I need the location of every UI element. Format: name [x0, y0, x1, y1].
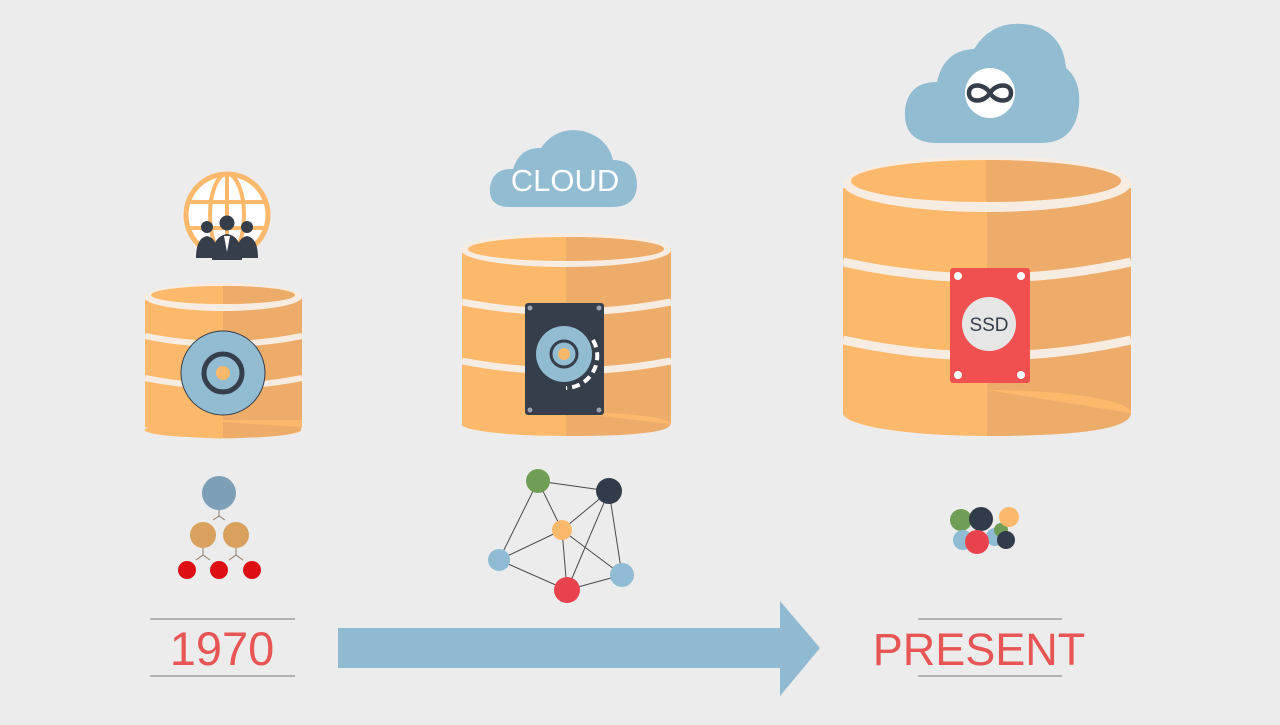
- hierarchical-network-icon: [178, 476, 261, 579]
- timeline-arrow: [338, 601, 820, 696]
- ssd-label: SSD: [969, 315, 1008, 336]
- network-graph-icon: [488, 469, 634, 603]
- start-year-label: 1970: [170, 622, 275, 675]
- globe-people-icon: [183, 171, 271, 260]
- cloud-icon: [489, 130, 637, 207]
- optical-disk-icon: [180, 330, 266, 416]
- ssd-icon: [950, 268, 1030, 383]
- present-label: PRESENT: [873, 624, 1086, 675]
- hard-drive-icon: [525, 303, 604, 415]
- infinity-icon: [965, 68, 1015, 118]
- cluster-icon: [950, 507, 1019, 554]
- cloud-label: CLOUD: [511, 163, 620, 198]
